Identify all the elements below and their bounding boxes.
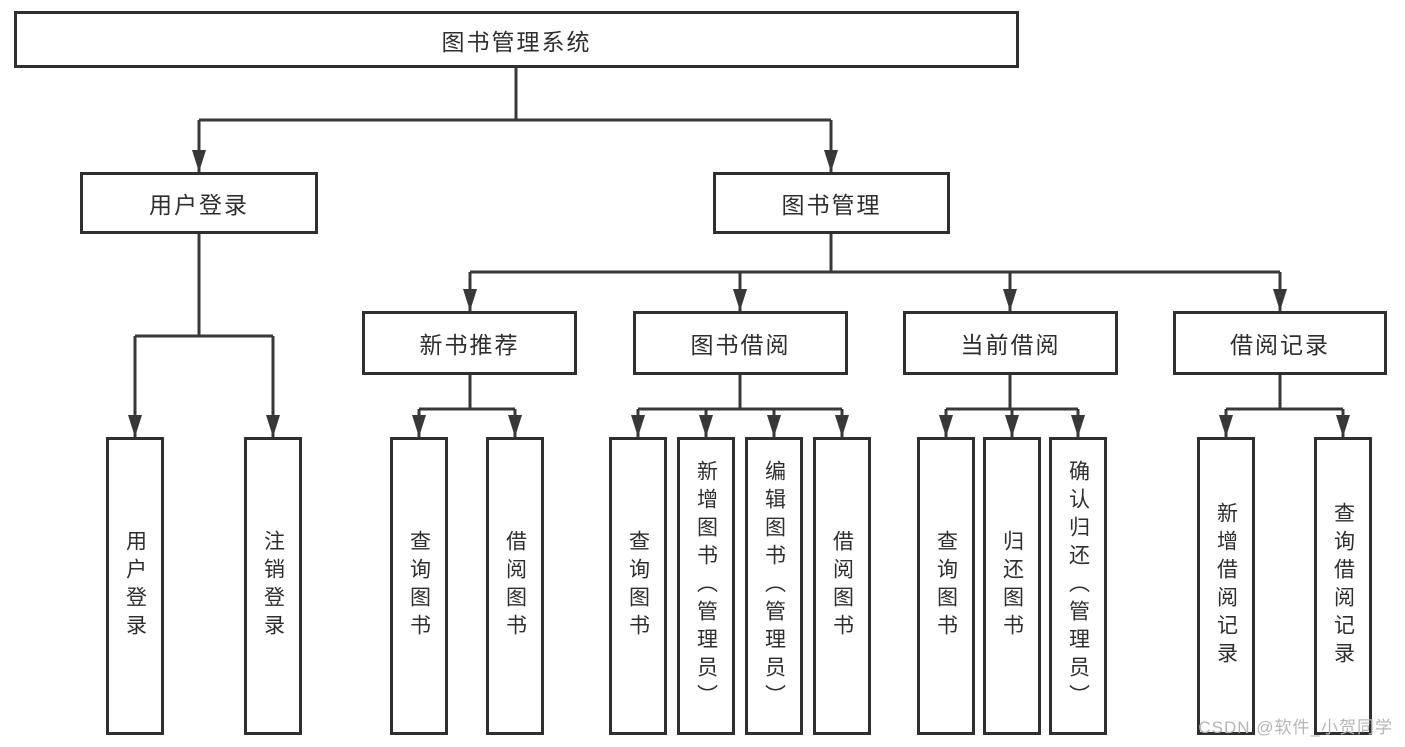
- leaf-edit-book-admin-label: 编辑图书（管理员）: [762, 460, 786, 712]
- node-new-book-recommend: 新书推荐: [362, 311, 577, 375]
- leaf-borrow-book-2-label: 借阅图书: [830, 530, 854, 642]
- leaf-borrow-book-1-label: 借阅图书: [503, 530, 527, 642]
- leaf-return-book-label: 归还图书: [1000, 530, 1024, 642]
- leaf-query-book-3: 查询图书: [917, 437, 975, 735]
- leaf-borrow-book-2: 借阅图书: [813, 437, 871, 735]
- node-book-management-label: 图书管理: [781, 192, 882, 218]
- leaf-query-book-1-label: 查询图书: [407, 530, 431, 642]
- leaf-query-borrow-record-label: 查询借阅记录: [1331, 502, 1355, 670]
- leaf-query-book-1: 查询图书: [390, 437, 448, 735]
- node-root-label: 图书管理系统: [441, 28, 592, 55]
- node-book-borrow: 图书借阅: [633, 311, 848, 375]
- leaf-borrow-book-1: 借阅图书: [486, 437, 544, 735]
- leaf-add-book-admin: 新增图书（管理员）: [677, 437, 735, 735]
- node-current-borrow: 当前借阅: [903, 311, 1118, 375]
- leaf-query-book-3-label: 查询图书: [934, 530, 958, 642]
- node-user-login-branch-label: 用户登录: [149, 192, 249, 218]
- node-borrow-record-label: 借阅记录: [1230, 332, 1330, 358]
- leaf-add-book-admin-label: 新增图书（管理员）: [694, 460, 718, 712]
- leaf-user-login-label: 用户登录: [123, 530, 147, 642]
- leaf-user-login: 用户登录: [106, 437, 164, 735]
- node-current-borrow-label: 当前借阅: [960, 332, 1061, 358]
- leaf-return-book: 归还图书: [983, 437, 1041, 735]
- leaf-query-book-2: 查询图书: [609, 437, 667, 735]
- node-borrow-record: 借阅记录: [1173, 311, 1387, 375]
- node-new-book-recommend-label: 新书推荐: [419, 332, 520, 358]
- leaf-logout-label: 注销登录: [261, 530, 285, 642]
- leaf-edit-book-admin: 编辑图书（管理员）: [745, 437, 803, 735]
- node-book-borrow-label: 图书借阅: [690, 332, 791, 358]
- leaf-confirm-return-admin-label: 确认归还（管理员）: [1066, 460, 1090, 712]
- leaf-query-book-2-label: 查询图书: [626, 530, 650, 642]
- leaf-logout: 注销登录: [244, 437, 302, 735]
- csdn-watermark: CSDN @软件_小贺同学: [1198, 718, 1393, 737]
- leaf-query-borrow-record: 查询借阅记录: [1314, 437, 1372, 735]
- leaf-add-borrow-record: 新增借阅记录: [1197, 437, 1255, 735]
- node-user-login-branch: 用户登录: [80, 172, 318, 234]
- node-root: 图书管理系统: [14, 11, 1019, 68]
- leaf-add-borrow-record-label: 新增借阅记录: [1214, 502, 1238, 670]
- leaf-confirm-return-admin: 确认归还（管理员）: [1049, 437, 1107, 735]
- node-book-management: 图书管理: [713, 172, 950, 234]
